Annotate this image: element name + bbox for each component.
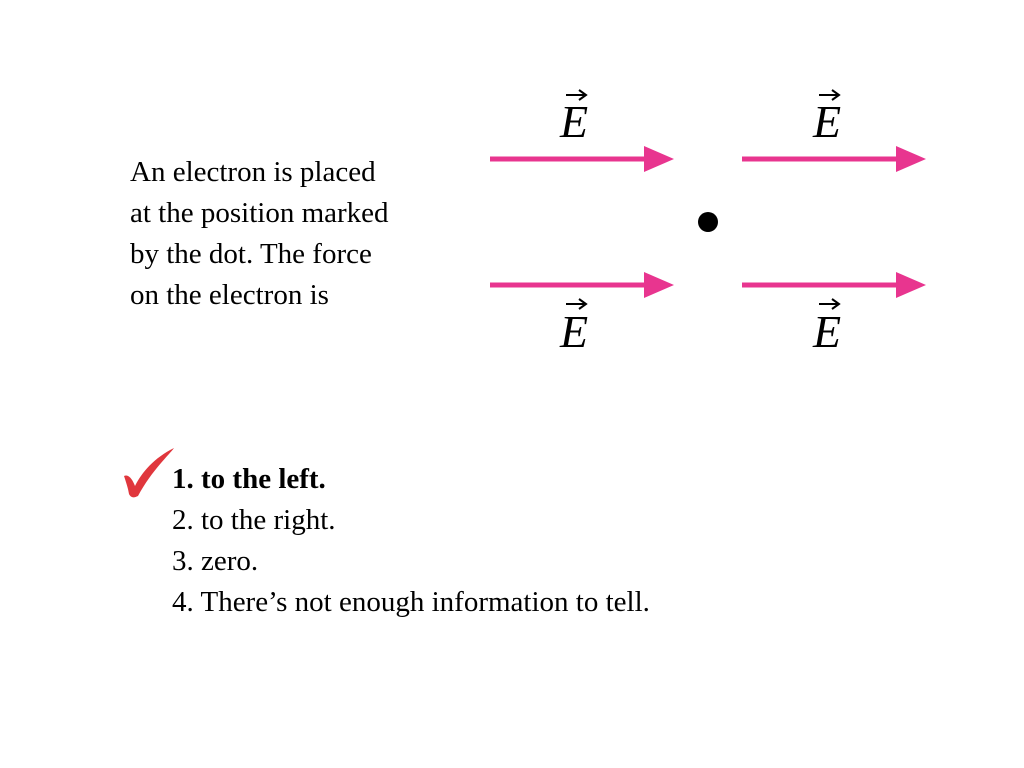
question-line: at the position marked xyxy=(130,197,389,229)
vector-arrow-icon xyxy=(566,298,588,310)
field-label-bottom-left: E xyxy=(559,298,588,357)
answer-choice-3[interactable]: 3. zero. xyxy=(172,545,259,577)
vector-arrow-icon xyxy=(819,89,841,101)
answer-choice-4[interactable]: 4. There’s not enough information to tel… xyxy=(172,586,650,618)
vector-arrow-icon xyxy=(819,298,841,310)
answer-choice-1[interactable]: 1. to the left. xyxy=(172,463,326,495)
question-text: An electron is placed at the position ma… xyxy=(130,152,460,316)
field-label-text: E xyxy=(812,306,841,357)
question-line: An electron is placed xyxy=(130,156,376,188)
answer-choice-2[interactable]: 2. to the right. xyxy=(172,504,336,536)
field-arrow-top-right xyxy=(742,146,926,172)
electric-field-diagram: E E E E xyxy=(490,89,926,357)
field-arrow-bottom-right xyxy=(742,272,926,298)
field-arrow-top-left xyxy=(490,146,674,172)
field-label-top-right: E xyxy=(812,89,841,147)
field-arrow-bottom-left xyxy=(490,272,674,298)
field-label-top-left: E xyxy=(559,89,588,147)
checkmark-icon xyxy=(124,448,174,498)
field-label-text: E xyxy=(559,306,588,357)
field-label-bottom-right: E xyxy=(812,298,841,357)
question-line: by the dot. The force xyxy=(130,238,372,270)
field-label-text: E xyxy=(812,96,841,147)
field-label-text: E xyxy=(559,96,588,147)
answer-choices: 1. to the left. 2. to the right. 3. zero… xyxy=(172,459,650,623)
electron-dot xyxy=(698,212,718,232)
vector-arrow-icon xyxy=(566,89,588,101)
question-line: on the electron is xyxy=(130,279,329,311)
